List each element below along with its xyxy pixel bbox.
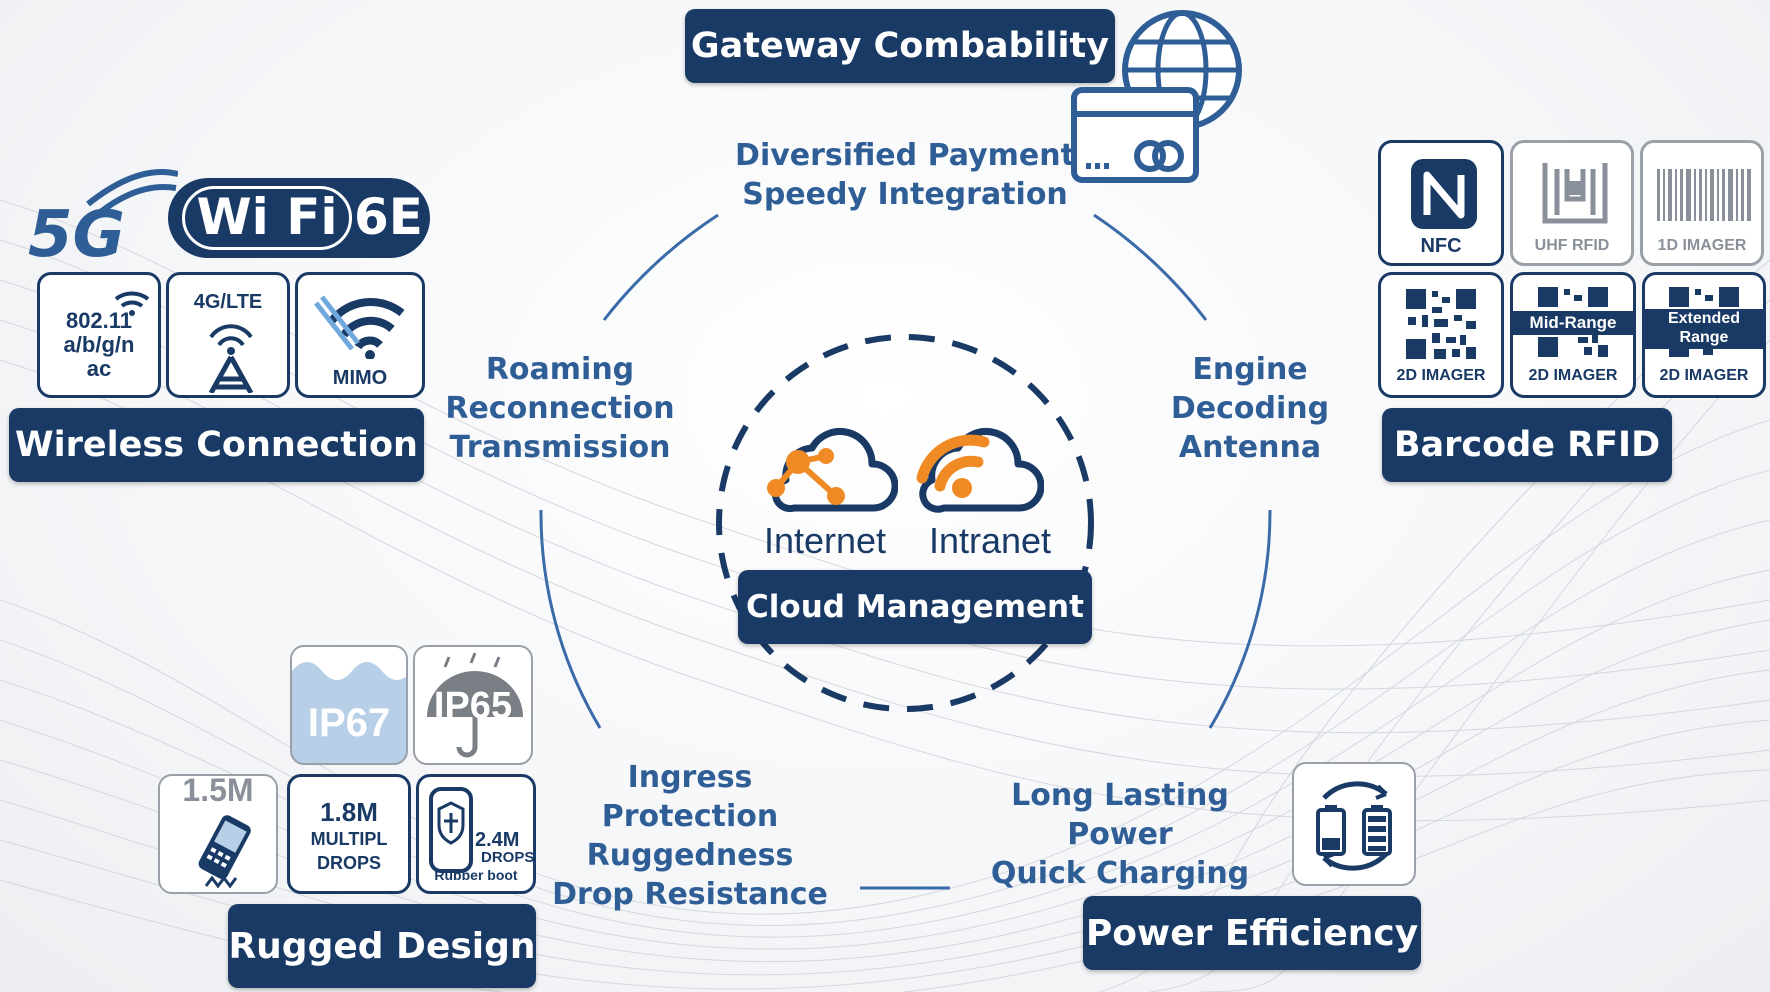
gateway-line: Diversified Payment [735,138,1075,173]
rugged-line: Drop Resistance [552,877,828,912]
umbrella-rain-icon [427,652,523,758]
wireless-connection-title: Wireless Connection [9,408,424,482]
rugged-line: Ruggedness [586,838,794,873]
mid-range-badge: Mid-Range [1513,311,1633,335]
mimo-tile: MIMO [295,272,425,398]
mid-range-2d-imager-tile: Mid-Range 2D IMAGER [1510,272,1636,398]
drop-2-4m-line: DROPS [481,849,535,866]
barcode-description: Engine Decoding Antenna [1130,350,1370,467]
rugged-description: Ingress Protection Ruggedness Drop Resis… [540,758,840,914]
wifi-standard-line: 802.11 [65,308,133,333]
qr-code-icon [1669,287,1739,357]
wireless-line: Reconnection [445,391,675,426]
water-waves-icon [292,647,406,680]
gateway-description: Diversified Payment Speedy Integration [720,136,1090,214]
drop-1-8m-line: DROPS [316,853,381,873]
1d-imager-tile: 1D IMAGER [1640,140,1764,266]
rubber-boot-label: Rubber boot [434,867,518,883]
qr-code-icon [1538,287,1608,357]
barcode-line: Antenna [1178,430,1322,465]
globe-card-icon [1071,10,1242,183]
mimo-wifi-icon [314,295,405,359]
2d-imager-label: 2D IMAGER [1396,367,1486,384]
wifi-standard-tile: 802.11 a/b/g/n ac [37,272,161,398]
drop-2-4m-tile: 2.4M DROPS Rubber boot [416,774,536,894]
nfc-tile: NFC [1378,140,1504,266]
uhf-rfid-icon [1542,163,1608,224]
center-dashed-ring [716,334,1094,712]
barcode-line: Decoding [1170,391,1330,426]
power-efficiency-title: Power Efficiency [1083,896,1421,970]
2d-imager-tile: 2D IMAGER [1378,272,1504,398]
cell-tower-icon [208,324,254,393]
internet-cloud-icon [767,428,898,513]
power-line: Long Lasting Power [1011,778,1229,852]
phone-drop-icon [198,815,251,889]
nfc-icon [1411,159,1477,229]
barcode-1d-icon [1657,169,1751,221]
wifi-6e-logo: Wi Fi 6E [168,178,430,258]
6e-logo-text: 6E [354,188,423,246]
wifi-standard-line: ac [86,356,112,381]
cloud-management-title: Cloud Management [738,570,1092,644]
5g-logo-icon: 5G [28,169,178,264]
ip65-label: IP65 [433,685,513,727]
drop-1-5m-tile: 1.5M [158,774,278,894]
barcode-rfid-title: Barcode RFID [1382,408,1672,482]
extended-range-2d-imager-tile: Extended Range 2D IMAGER [1642,272,1766,398]
drop-1-8m-tile: 1.8M MULTIPL DROPS [287,774,411,894]
drop-1-8m-line: MULTIPL [310,829,388,849]
rugged-design-title: Rugged Design [228,904,536,988]
gateway-line: Speedy Integration [742,177,1068,212]
ip65-tile: IP65 [413,645,533,765]
internet-label: Internet [763,520,887,561]
drop-1-5m-label: 1.5M [182,774,254,808]
battery-charging-icon [1316,781,1392,871]
wifi-icon [114,291,150,316]
drop-2-4m-value: 2.4M [475,829,520,851]
power-line: Quick Charging [990,856,1250,891]
mid-range-label: 2D IMAGER [1528,367,1618,384]
extended-range-label: 2D IMAGER [1659,367,1749,384]
wireless-line: Roaming [485,352,635,387]
wifi-standard-line: a/b/g/n [63,332,135,357]
battery-tile [1292,762,1416,886]
uhf-rfid-tile: UHF RFID [1510,140,1634,266]
drop-1-8m-value: 1.8M [320,797,378,827]
rubber-boot-shield-icon [429,787,473,873]
barcode-line: Engine [1192,352,1308,387]
ip67-label: IP67 [307,701,391,745]
intranet-label: Intranet [928,520,1052,561]
gateway-title: Gateway Combability [685,9,1115,83]
wireless-line: Transmission [449,430,671,465]
ip67-tile: IP67 [290,645,408,765]
extended-range-badge-line: Range [1679,329,1729,346]
rugged-line: Ingress Protection [601,760,779,834]
extended-range-badge-line: Extended [1667,310,1740,327]
power-description: Long Lasting Power Quick Charging [960,776,1280,893]
lte-tile: 4G/LTE [166,272,290,398]
1d-imager-label: 1D IMAGER [1657,237,1747,254]
5g-logo-text: 5G [28,198,125,264]
mimo-label: MIMO [332,367,388,389]
wifi-logo-text: Wi Fi [182,186,352,250]
uhf-rfid-label: UHF RFID [1534,237,1610,254]
intranet-cloud-icon [916,428,1044,513]
extended-range-badge: Extended Range [1645,309,1763,349]
lte-label: 4G/LTE [193,291,263,313]
wireless-description: Roaming Reconnection Transmission [440,350,680,467]
nfc-label: NFC [1420,235,1462,257]
qr-code-icon [1404,287,1478,361]
